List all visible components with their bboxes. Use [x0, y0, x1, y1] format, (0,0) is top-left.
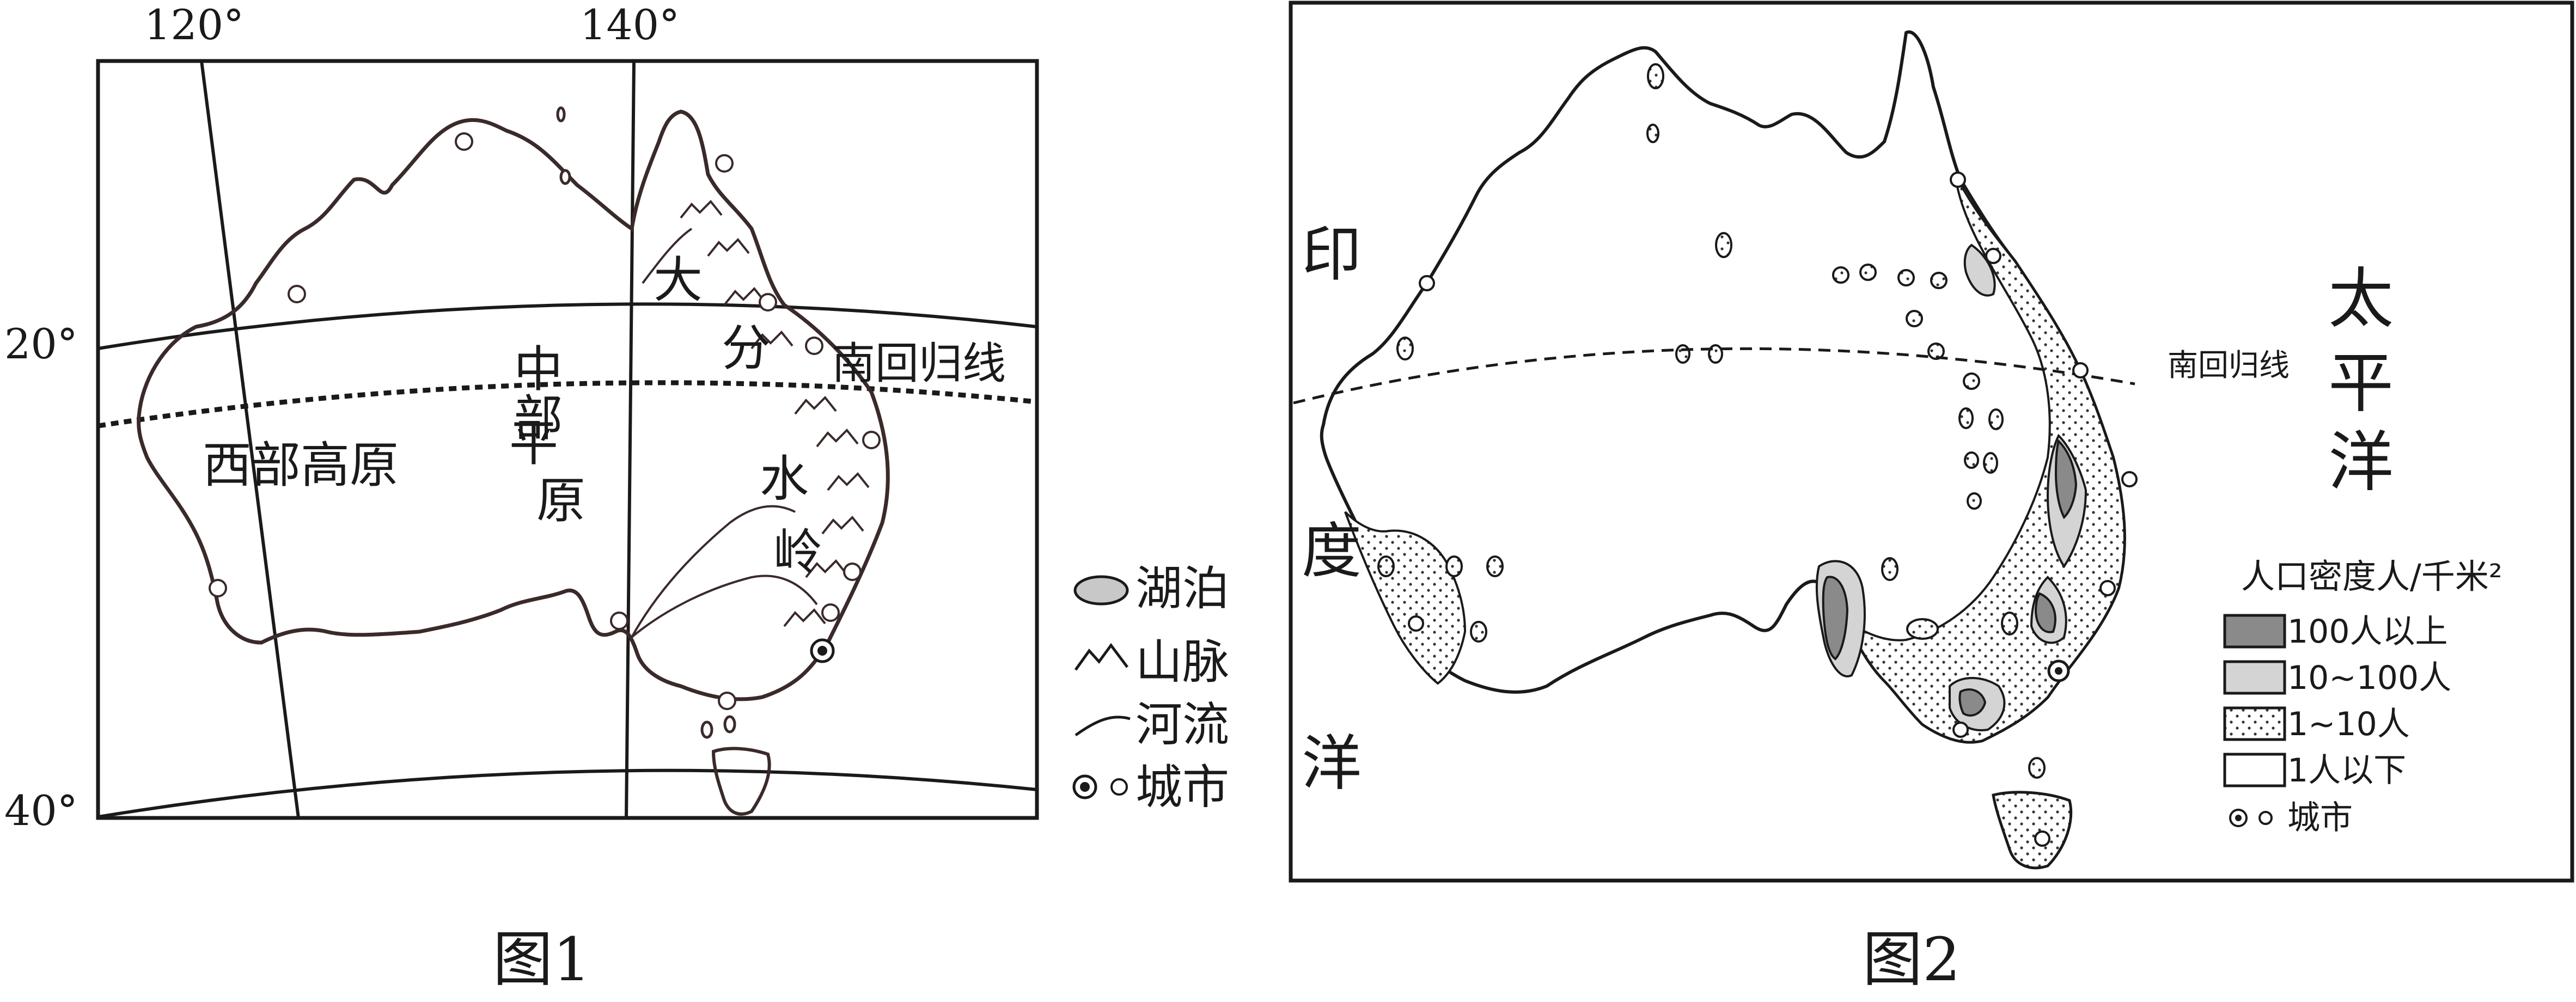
meridian-120 — [200, 61, 300, 818]
meridian-140 — [625, 61, 636, 818]
capital-city-1-dot — [817, 646, 827, 656]
figure1-legend: 湖泊 山脉 河流 城市 — [1072, 561, 1229, 815]
legend-city-label: 城市 — [1136, 760, 1229, 815]
figure2-caption: 图2 — [1863, 925, 1961, 994]
ocean-indian-3: 洋 — [1302, 729, 1362, 798]
ocean-indian-2: 度 — [1302, 516, 1362, 586]
river-icon — [1075, 716, 1131, 737]
lon-label-140: 140° — [580, 1, 680, 49]
tropic-label-1: 南回归线 — [832, 338, 1006, 389]
mountain-range — [680, 200, 870, 627]
legend2-none-label: 1人以下 — [2287, 752, 2406, 790]
tropic-line-1 — [98, 380, 1037, 429]
density-high-se2 — [1958, 688, 1987, 717]
tasmania-1 — [711, 747, 771, 816]
legend-lake-label: 湖泊 — [1136, 561, 1229, 616]
mountain-char-4: 岭 — [773, 524, 822, 581]
lat-label-20: 20° — [4, 320, 78, 368]
lon-label-120: 120° — [144, 1, 244, 49]
density-high-nsw — [2054, 439, 2078, 520]
legend2-city-label: 城市 — [2287, 799, 2353, 837]
cities-2 — [1408, 172, 2138, 847]
figure1-caption: 图1 — [493, 925, 591, 994]
lat-label-40: 40° — [4, 786, 78, 835]
mountain-char-3: 水 — [760, 450, 809, 508]
lake-small — [723, 715, 736, 734]
capital-city-2-dot — [2055, 667, 2062, 675]
city-icon-2-dot — [2235, 815, 2242, 821]
parallel-20 — [98, 302, 1037, 350]
cities-1 — [209, 132, 881, 710]
density-high-sa — [1822, 576, 1849, 661]
legend-mountain-label: 山脉 — [1136, 635, 1229, 689]
figure1-map: 120° 140° 20° 40° 西部高原 中部 平 原 大 分 水 岭 南回… — [4, 1, 1229, 994]
region-central-3: 原 — [536, 472, 585, 529]
figure2-legend: 人口密度人/千米² 100人以上 10~100人 1~10人 1人以下 城市 — [2223, 557, 2502, 837]
lake-icon — [1073, 575, 1129, 606]
figure2-map: 南回归线 印 度 洋 太 平 洋 人口密度人/千米² 100人以上 1 — [1289, 1, 2574, 994]
tropic-label-2: 南回归线 — [2168, 348, 2290, 383]
river-darling — [631, 505, 796, 638]
ocean-pacific-1: 太 — [2328, 261, 2394, 337]
city-icon-dot — [1080, 782, 1090, 792]
lakes-2 — [1377, 63, 2046, 779]
region-central-1: 中部 — [505, 343, 563, 441]
mountain-char-2: 分 — [722, 320, 771, 377]
mountain-icon — [1074, 643, 1128, 671]
tropic-line-2 — [1293, 347, 2135, 405]
lake-small — [556, 106, 566, 123]
legend2-swatch-mid — [2223, 660, 2286, 695]
ocean-pacific-2: 平 — [2328, 346, 2394, 421]
legend-river-label: 河流 — [1136, 698, 1229, 752]
region-central-2: 平 — [509, 415, 558, 472]
legend2-swatch-none — [2223, 753, 2286, 787]
density-mid-qld — [1963, 243, 1996, 297]
river-murray — [631, 575, 818, 638]
legend2-title: 人口密度人/千米² — [2241, 557, 2502, 596]
region-west-plateau: 西部高原 — [203, 437, 399, 494]
australia-outline-1 — [137, 109, 890, 701]
legend2-high-label: 100人以上 — [2287, 613, 2448, 651]
lake-small — [559, 169, 571, 185]
river-north — [642, 228, 693, 284]
density-low-sw — [1344, 511, 1467, 685]
legend2-mid-label: 10~100人 — [2287, 659, 2451, 697]
city-icon-2-small — [2258, 811, 2273, 825]
parallel-40 — [98, 768, 1037, 818]
tasmania-2 — [1992, 791, 2073, 870]
legend2-low-label: 1~10人 — [2287, 705, 2410, 743]
legend2-swatch-high — [2223, 614, 2286, 649]
lake-small — [700, 720, 713, 739]
figure2-frame — [1289, 1, 2574, 883]
mountain-char-1: 大 — [654, 252, 703, 309]
city-icon-small — [1110, 778, 1128, 796]
ocean-pacific-3: 洋 — [2328, 425, 2394, 500]
legend2-swatch-low — [2223, 706, 2286, 741]
figure1-frame — [96, 59, 1039, 820]
ocean-indian-1: 印 — [1302, 219, 1362, 289]
density-high-vic — [2034, 592, 2056, 633]
